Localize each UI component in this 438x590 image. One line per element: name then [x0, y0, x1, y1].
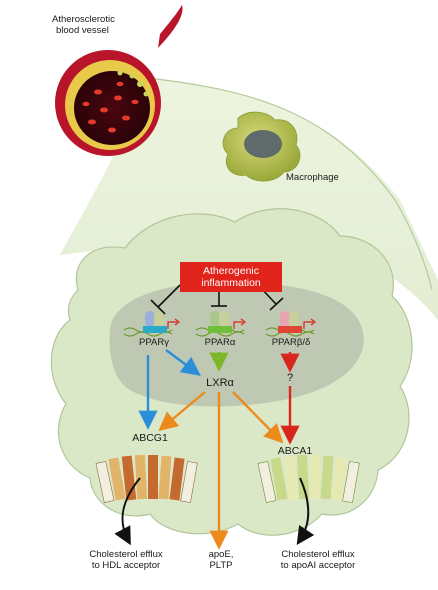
- zoom-cone-upper: [60, 78, 438, 320]
- ppar-gamma-label: PPARγ: [139, 337, 169, 348]
- abca1-membrane: [257, 454, 360, 503]
- nucleus: [109, 282, 364, 407]
- efflux-apoai-arrow: [296, 477, 315, 545]
- lxr-alpha-label: LXRα: [206, 377, 234, 389]
- pathway-arrows: [138, 349, 300, 550]
- apoe-label-line1: apoE,: [208, 549, 234, 560]
- arrow-lxr-to-abcg1: [158, 391, 206, 432]
- efflux-apoai-label-line2: to apoAI acceptor: [280, 560, 356, 571]
- inflammation-box: Atherogenic inflammation: [180, 262, 282, 292]
- ppar-alpha-label: PPARα: [204, 337, 236, 348]
- zoom-cone-edge: [147, 77, 433, 291]
- inflammation-label-line1: Atherogenic: [202, 265, 260, 277]
- arrow-lxr-to-abca1: [232, 391, 284, 444]
- efflux-apoai-label-line1: Cholesterol efflux: [281, 549, 355, 560]
- ppar-beta-delta-complex: [265, 311, 316, 337]
- vessel-label-line2: blood vessel: [56, 25, 109, 36]
- vessel-lumen: [74, 71, 150, 145]
- efflux-hdl-arrow: [114, 477, 141, 546]
- ppar-alpha-complex: [195, 311, 246, 337]
- blood-vessel: [55, 5, 183, 156]
- abca1-label: ABCA1: [277, 445, 313, 457]
- apoe-label-line2: PLTP: [209, 560, 233, 571]
- macrophage-nucleus: [244, 130, 282, 158]
- blood-cells: [82, 81, 139, 133]
- vessel-label-line1: Atherosclerotic: [52, 14, 115, 25]
- vessel-tail: [158, 5, 183, 48]
- inflammation-label-line2: inflammation: [201, 277, 261, 289]
- efflux-hdl-label-line2: to HDL acceptor: [91, 560, 161, 571]
- efflux-hdl-label-line1: Cholesterol efflux: [89, 549, 163, 560]
- unknown-factor-label: ?: [286, 372, 294, 384]
- abcg1-membrane: [95, 454, 198, 503]
- abcg1-label: ABCG1: [132, 432, 168, 444]
- arrow-pparg-to-lxr: [165, 349, 201, 376]
- ppar-beta-delta-label: PPARβ/δ: [271, 337, 311, 348]
- plaque-cells: [117, 70, 149, 97]
- macrophage-label: Macrophage: [286, 172, 339, 183]
- macrophage: [222, 111, 301, 182]
- ppar-gamma-complex: [123, 311, 180, 337]
